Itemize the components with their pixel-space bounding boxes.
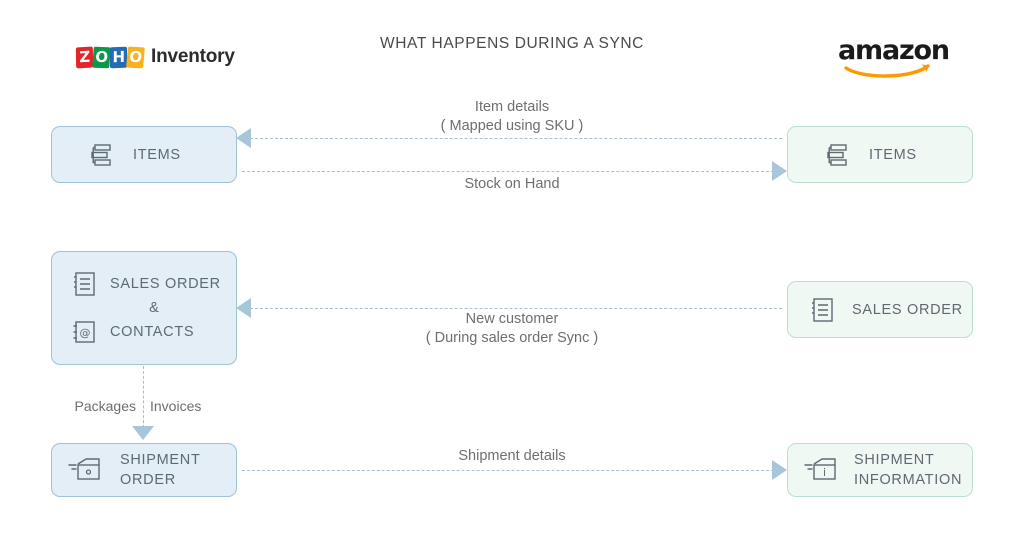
edge-label-invoices: Invoices bbox=[150, 397, 226, 415]
node-shipment-order-zoho-label: SHIPMENT ORDER bbox=[120, 452, 201, 488]
document-lines-icon bbox=[810, 297, 834, 323]
edge-packages-invoices-arrowhead bbox=[132, 426, 154, 440]
svg-text:i: i bbox=[823, 466, 826, 479]
edge-new-customer-line bbox=[250, 308, 782, 309]
node-items-amazon-label: ITEMS bbox=[869, 146, 917, 163]
edge-label-stock-on-hand: Stock on Hand bbox=[412, 175, 612, 194]
document-lines-icon bbox=[72, 271, 96, 297]
address-book-icon: @ bbox=[72, 319, 96, 345]
edge-item-details-line bbox=[250, 138, 782, 139]
edge-label-shipment-details: Shipment details bbox=[412, 447, 612, 466]
node-shipment-information-amazon-label: SHIPMENT INFORMATION bbox=[854, 452, 963, 488]
node-shipment-information-amazon[interactable]: i SHIPMENT INFORMATION bbox=[787, 443, 973, 497]
zoho-inventory-logo: Z O H O Inventory bbox=[75, 43, 235, 71]
node-sales-order-zoho-label: SALES ORDER bbox=[110, 276, 221, 292]
sales-order-contacts-conjunction: & bbox=[149, 300, 159, 316]
edge-label-packages: Packages bbox=[60, 397, 136, 415]
edge-new-customer-arrowhead bbox=[236, 298, 251, 318]
node-items-zoho-label: ITEMS bbox=[133, 146, 181, 163]
items-list-icon bbox=[90, 143, 112, 167]
amazon-smile-icon bbox=[844, 64, 930, 78]
shipping-box-icon bbox=[68, 456, 104, 484]
edge-stock-on-hand-arrowhead bbox=[772, 161, 787, 181]
edge-item-details-arrowhead bbox=[236, 128, 251, 148]
edge-shipment-details-arrowhead bbox=[772, 460, 787, 480]
node-contacts-zoho-label: CONTACTS bbox=[110, 324, 195, 340]
page-title: WHAT HAPPENS DURING A SYNC bbox=[380, 35, 644, 52]
sales-order-row: SALES ORDER bbox=[72, 271, 236, 297]
edge-shipment-details-line bbox=[242, 470, 774, 471]
node-items-amazon[interactable]: ITEMS bbox=[787, 126, 973, 183]
node-sales-order-amazon[interactable]: SALES ORDER bbox=[787, 281, 973, 338]
items-list-icon bbox=[826, 143, 848, 167]
contacts-row: @ CONTACTS bbox=[72, 319, 236, 345]
edge-stock-on-hand-line bbox=[242, 171, 774, 172]
edge-label-new-customer: New customer ( During sales order Sync ) bbox=[382, 310, 642, 348]
svg-text:@: @ bbox=[80, 327, 91, 340]
node-shipment-order-zoho[interactable]: SHIPMENT ORDER bbox=[51, 443, 237, 497]
node-items-zoho[interactable]: ITEMS bbox=[51, 126, 237, 183]
shipping-box-info-icon: i bbox=[804, 456, 840, 484]
amazon-logo: amazon bbox=[838, 35, 950, 78]
node-sales-order-contacts-zoho[interactable]: SALES ORDER & @ CONTACTS bbox=[51, 251, 237, 365]
zoho-inventory-wordmark: Inventory bbox=[151, 46, 235, 67]
node-sales-order-amazon-label: SALES ORDER bbox=[852, 301, 963, 318]
edge-packages-invoices-line bbox=[143, 366, 144, 428]
amazon-wordmark: amazon bbox=[838, 35, 950, 66]
edge-label-item-details: Item details ( Mapped using SKU ) bbox=[392, 98, 632, 136]
